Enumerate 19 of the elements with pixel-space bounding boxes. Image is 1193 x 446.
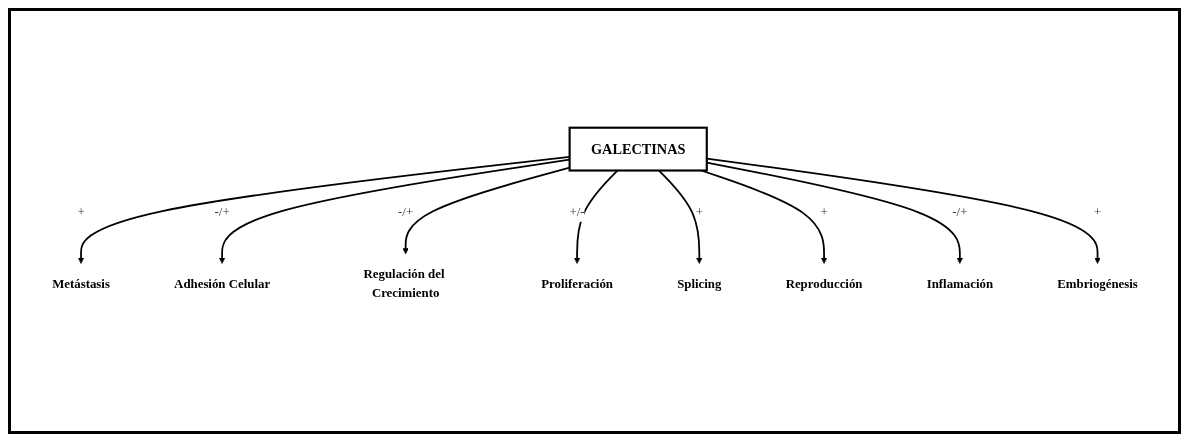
node-text: Regulación del Crecimiento	[363, 267, 445, 301]
edge-label: +	[76, 204, 85, 220]
edge-label: +	[695, 204, 703, 220]
node-text: Metástasis	[51, 276, 110, 291]
node-text: Proliferación	[540, 276, 613, 291]
node-text: Inflamación	[926, 276, 993, 291]
edge-label: +	[1093, 204, 1101, 220]
edge-label: -/+	[397, 204, 413, 220]
edge-label: +/-	[569, 204, 585, 220]
node-text: Adhesión Celular	[173, 276, 270, 291]
edge-label: -/+	[951, 204, 967, 220]
arrow	[218, 158, 570, 265]
node-text: Splicing	[676, 276, 721, 291]
edge-label: +	[819, 204, 828, 220]
node-box: GALECTINAS	[568, 126, 708, 172]
edge-label: -/+	[214, 204, 230, 220]
node-text: Reproducción	[785, 276, 862, 291]
arrow	[402, 167, 570, 255]
node-text: Embriogénesis	[1056, 276, 1138, 291]
